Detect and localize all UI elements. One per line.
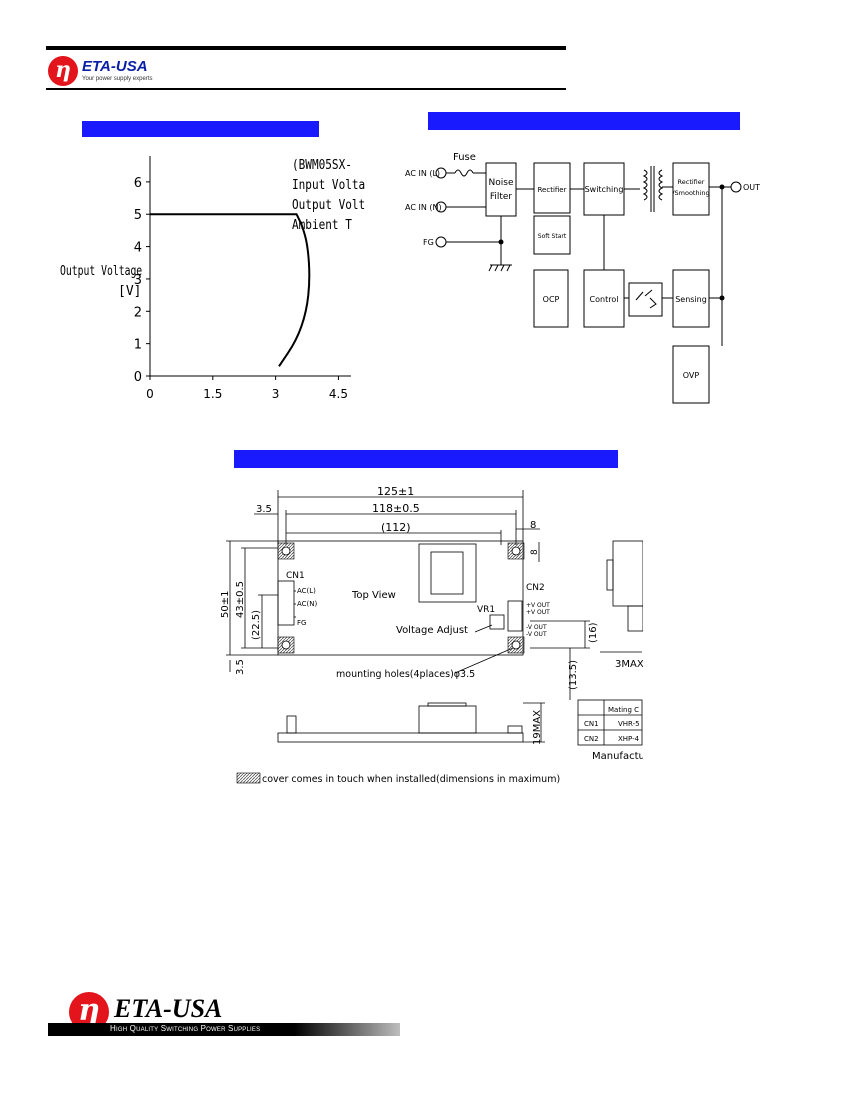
mechanical-section-bar [234,450,618,468]
ocp-label: OCP [543,295,560,304]
series-label-line: Ambient T [292,218,352,233]
photocoupler-block [628,282,663,317]
soft-start-block [533,215,571,255]
mounting-holes-label: mounting holes(4places)φ3.5 [336,669,475,680]
header-tagline: Your power supply experts [82,76,153,82]
mating-cn1: CN1 [584,720,599,728]
fuse-label: Fuse [453,152,476,163]
ac-in-n-label: AC IN (N) [405,203,442,212]
x-tick-label: 3 [272,387,280,401]
dim-43: 43±0.5 [235,581,246,618]
x-tick-label: 4.5 [329,387,348,401]
dim-3-5-left: 3.5 [235,659,246,675]
top-view-label: Top View [351,590,396,601]
derating-section-bar [82,121,319,137]
dim-118: 118±0.5 [372,502,420,515]
hatch-legend-icon [236,772,261,784]
dim-22-5: (22.5) [251,610,262,640]
y-axis-label: Output Voltage [60,264,143,279]
eta-logo-icon: η [48,56,78,86]
cn2-vout-3: -V OUT [526,624,547,631]
series-label-line: (BWM05SX- [292,158,352,173]
manufacturer-label: Manufactu [592,751,645,762]
switching-label: Switching [585,185,624,194]
mating-cn2-part: XHP-4 [618,735,640,743]
dim-112: (112) [381,521,411,534]
ovp-block [672,345,710,404]
dim-8-side: 8 [530,549,540,555]
mounting-holes [236,542,525,784]
cn2-vout-1: +V OUT [526,602,550,609]
chart-ticks: 0 1 2 3 4 5 6 0 1.5 3 4.5 [134,176,348,401]
header-top-rule [46,46,566,50]
ocp-block [533,269,569,328]
x-tick-label: 0 [146,387,154,401]
y-tick-label: 0 [134,370,142,385]
rect-smooth-label-2: /Smoothing [672,189,709,197]
rectifier-block [533,162,571,214]
header-brand: ETA-USA [82,58,148,75]
dim-50: 50±1 [220,591,231,618]
mating-cn2: CN2 [584,735,599,743]
dim-13-5: (13.5) [568,660,579,690]
mating-cn1-part: VHR-5 [618,720,640,728]
sensing-label: Sensing [675,295,707,304]
y-tick-label: 2 [134,305,142,320]
noise-label-1: Noise [489,178,514,188]
rectifier-label: Rectifier [538,186,567,194]
soft-start-label: Soft Start [538,233,567,240]
noise-label-2: Filter [490,192,513,202]
header-bottom-rule [46,88,566,90]
cover-note: cover comes in touch when installed(dime… [262,774,560,785]
x-tick-label: 1.5 [203,387,222,401]
drawing-clip-mask [643,530,651,770]
dim-3max: 3MAX [615,659,644,670]
voltage-adjust-label: Voltage Adjust [396,625,468,636]
rect-smooth-block [672,162,710,216]
y-tick-label: 6 [134,176,142,191]
ovp-label: OVP [683,371,700,380]
dim-16: (16) [588,622,599,643]
control-label: Control [590,295,619,304]
cn2-label: CN2 [526,583,545,593]
fuse-icon [454,169,474,177]
dim-19max: 19MAX [532,710,543,745]
dim-125: 125±1 [377,485,414,498]
chart-axes [149,156,351,377]
cn1-label: CN1 [286,571,305,581]
out-label: OUT [743,183,760,192]
out-terminal [730,181,742,193]
cn1-acn: AC(N) [297,600,318,608]
cn1-fg: FG [297,619,306,627]
mating-header: Mating C [608,706,639,714]
vr1-label: VR1 [477,605,495,615]
ac-in-l-label: AC IN (L) [405,169,440,178]
y-tick-label: 3 [134,273,142,288]
fg-label: FG [423,238,434,247]
derating-curve [150,213,311,367]
rect-smooth-label-1: Rectifier [678,178,705,186]
footer-band [48,1023,400,1036]
block-diagram-section-bar [428,112,740,130]
footer-brand: ETA-USA [114,994,223,1023]
cn2-vout-4: -V OUT [526,631,547,638]
y-tick-label: 1 [134,338,142,353]
transformer-icon [642,169,648,201]
y-axis-unit: [V] [118,284,142,299]
cn2-vout-2: +V OUT [526,609,550,616]
y-tick-label: 4 [134,241,142,256]
cn1-acl: AC(L) [297,587,316,595]
dim-8-top: 8 [530,520,536,531]
footer-tagline: High Quality Switching Power Supplies [110,1024,261,1033]
y-tick-label: 5 [134,208,142,223]
dim-3-5-top: 3.5 [256,504,272,515]
